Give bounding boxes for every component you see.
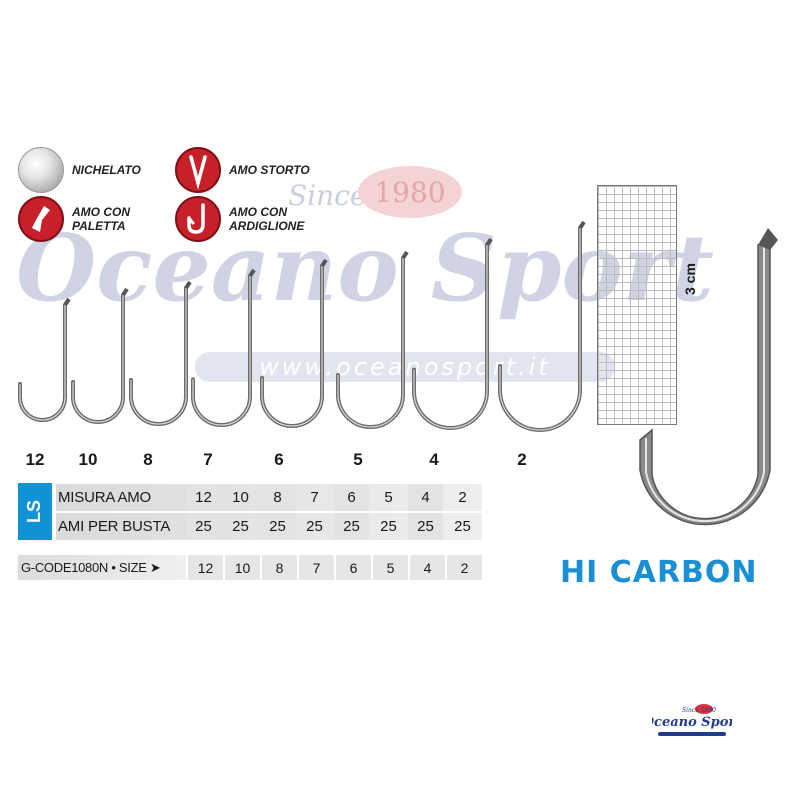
bent-hook-icon <box>175 147 221 193</box>
table-cell: 25 <box>334 513 369 540</box>
ls-badge: LS <box>18 483 52 540</box>
logo-text: Oceano Sport <box>652 715 732 730</box>
table-cell: 10 <box>232 489 249 506</box>
hook-highlight <box>337 258 404 428</box>
gcode-cell: 7 <box>299 555 334 580</box>
size-label: 2 <box>517 450 527 469</box>
hook-highlight <box>130 288 187 425</box>
hook-highlight <box>72 295 124 423</box>
legend-nichelato: NICHELATO <box>18 147 141 193</box>
large-hook-highlight <box>645 245 765 523</box>
gcode-cell: 2 <box>447 555 482 580</box>
hook-highlight <box>261 266 323 427</box>
legend-amo-storto: AMO STORTO <box>175 147 310 193</box>
hook-spade <box>63 297 71 307</box>
measurement-grid <box>597 185 677 425</box>
hook-illustration <box>260 264 324 428</box>
large-hook-spade <box>758 228 778 250</box>
gcode-cell: 10 <box>225 555 260 580</box>
hook-spade <box>578 220 586 230</box>
barbed-hook-icon <box>175 196 221 242</box>
legend-amo-paletta: AMO CON PALETTA <box>18 196 130 242</box>
gcode-cell: 5 <box>373 555 408 580</box>
hook-illustration <box>191 274 252 427</box>
brand-title: HI CARBON <box>560 555 758 590</box>
hook-illustration <box>71 293 125 424</box>
table-cell: 8 <box>260 484 295 511</box>
hook-spade <box>320 258 328 268</box>
hook-spade <box>121 287 129 297</box>
hook-illustration <box>336 256 405 429</box>
table-cell: 25 <box>454 518 471 535</box>
large-hook-illustration <box>639 238 771 526</box>
size-label: 8 <box>143 450 153 469</box>
table-cell: 25 <box>260 513 295 540</box>
legend-amo-storto-label: AMO STORTO <box>229 163 310 177</box>
table-cell: 7 <box>310 489 319 506</box>
hook-highlight <box>192 276 251 426</box>
legend-nichelato-label: NICHELATO <box>72 163 141 177</box>
table-cell: 4 <box>408 484 443 511</box>
table-cell: 25 <box>408 513 443 540</box>
gcode-cell: 6 <box>336 555 371 580</box>
size-label: 7 <box>203 450 213 469</box>
ls-badge-text: LS <box>24 499 45 524</box>
nickel-ball-icon <box>18 147 64 193</box>
gcode-label: G-CODE1080N • SIZE ➤ <box>18 555 186 580</box>
legend-amo-paletta-label: AMO CON PALETTA <box>72 205 130 233</box>
hook-illustration <box>18 303 67 422</box>
gcode-cell: 4 <box>410 555 445 580</box>
gcode-cell: 12 <box>188 555 223 580</box>
table-row-label: MISURA AMO <box>58 489 152 506</box>
table-cell: 5 <box>384 489 393 506</box>
spade-hook-icon <box>18 196 64 242</box>
size-label: 4 <box>429 450 439 469</box>
size-label: 6 <box>274 450 284 469</box>
table-cell: 25 <box>232 518 249 535</box>
size-label: 5 <box>353 450 363 469</box>
oceano-sport-logo: Since 1980 Oceano Sport <box>652 704 732 736</box>
hook-illustration <box>129 286 188 426</box>
hook-illustration <box>412 243 489 430</box>
table-row-ami: AMI PER BUSTA 25 25 25 25 25 25 25 25 <box>56 513 482 540</box>
hook-spade <box>184 280 192 290</box>
table-cell: 6 <box>334 484 369 511</box>
table-cell: 25 <box>380 518 397 535</box>
legend-amo-paletta-line2: PALETTA <box>72 219 126 233</box>
hook-spade <box>401 250 409 260</box>
gcode-cell: 8 <box>262 555 297 580</box>
size-label: 10 <box>78 450 98 469</box>
legend-amo-paletta-line1: AMO CON <box>72 205 130 219</box>
legend-amo-ardiglione-label: AMO CON ARDIGLIONE <box>229 205 304 233</box>
hook-spade <box>485 237 493 247</box>
table-row-label: AMI PER BUSTA <box>58 518 171 535</box>
hook-highlight <box>413 245 488 429</box>
hook-spade <box>248 268 256 278</box>
hook-highlight <box>499 228 581 431</box>
hook-highlight <box>19 305 66 421</box>
hook-illustration <box>498 226 582 432</box>
legend-amo-ardiglione-line1: AMO CON <box>229 205 287 219</box>
size-label: 12 <box>25 450 45 469</box>
table-cell: 25 <box>186 513 221 540</box>
table-cell: 12 <box>186 484 221 511</box>
table-cell: 2 <box>458 489 467 506</box>
table-cell: 25 <box>306 518 323 535</box>
legend-amo-ardiglione: AMO CON ARDIGLIONE <box>175 196 304 242</box>
logo-since: Since 1980 <box>682 707 716 714</box>
legend-amo-ardiglione-line2: ARDIGLIONE <box>229 219 305 233</box>
